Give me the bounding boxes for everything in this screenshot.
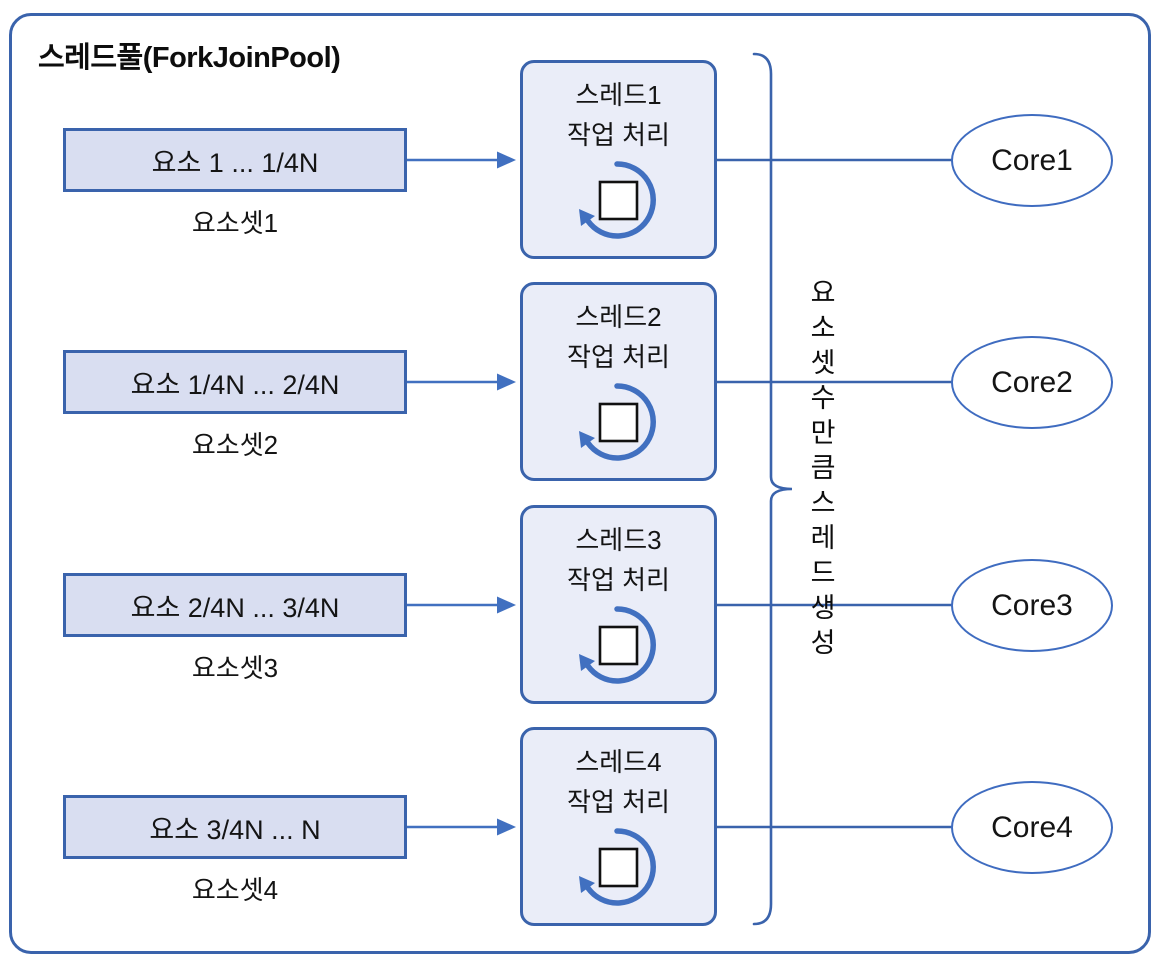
loop-arrow-icon xyxy=(578,383,656,461)
element-set-name-2: 요소셋2 xyxy=(191,430,279,460)
thread-box-1: 스레드1 작업 처리 xyxy=(520,60,717,259)
task-square-icon xyxy=(598,402,638,443)
diagram-title: 스레드풀(ForkJoinPool) xyxy=(38,42,341,74)
element-set-box-4: 요소 3/4N ... N xyxy=(63,795,407,859)
thread-name: 스레드2 xyxy=(575,302,662,332)
core-label: Core4 xyxy=(991,810,1073,844)
element-set-box-3: 요소 2/4N ... 3/4N xyxy=(63,573,407,637)
element-set-name-1: 요소셋1 xyxy=(191,208,279,238)
loop-arrow-icon xyxy=(578,828,656,906)
element-range-label: 요소 2/4N ... 3/4N xyxy=(130,592,340,623)
element-set-name-4: 요소셋4 xyxy=(191,875,279,905)
element-set-box-2: 요소 1/4N ... 2/4N xyxy=(63,350,407,414)
task-square-icon xyxy=(598,625,638,666)
core-ellipse-4: Core4 xyxy=(951,781,1113,874)
core-label: Core1 xyxy=(991,143,1073,177)
core-ellipse-1: Core1 xyxy=(951,114,1113,207)
thread-name: 스레드3 xyxy=(575,525,662,555)
task-square-icon xyxy=(598,180,638,221)
thread-task: 작업 처리 xyxy=(567,342,670,372)
thread-task: 작업 처리 xyxy=(567,120,670,150)
thread-name: 스레드1 xyxy=(575,80,662,110)
element-set-name-3: 요소셋3 xyxy=(191,653,279,683)
core-label: Core3 xyxy=(991,588,1073,622)
core-label: Core2 xyxy=(991,365,1073,399)
core-ellipse-2: Core2 xyxy=(951,336,1113,429)
element-range-label: 요소 1/4N ... 2/4N xyxy=(130,369,340,400)
brace-annotation: 요 소 셋 수 만 큼 스 레 드 생 성 xyxy=(810,278,836,658)
core-ellipse-3: Core3 xyxy=(951,559,1113,652)
thread-box-4: 스레드4 작업 처리 xyxy=(520,727,717,926)
thread-task: 작업 처리 xyxy=(567,565,670,595)
element-range-label: 요소 1 ... 1/4N xyxy=(151,147,319,178)
loop-arrow-icon xyxy=(578,161,656,239)
element-range-label: 요소 3/4N ... N xyxy=(149,814,321,845)
thread-box-3: 스레드3 작업 처리 xyxy=(520,505,717,704)
task-square-icon xyxy=(598,847,638,888)
thread-box-2: 스레드2 작업 처리 xyxy=(520,282,717,481)
thread-task: 작업 처리 xyxy=(567,787,670,817)
thread-name: 스레드4 xyxy=(575,747,662,777)
element-set-box-1: 요소 1 ... 1/4N xyxy=(63,128,407,192)
loop-arrow-icon xyxy=(578,606,656,684)
